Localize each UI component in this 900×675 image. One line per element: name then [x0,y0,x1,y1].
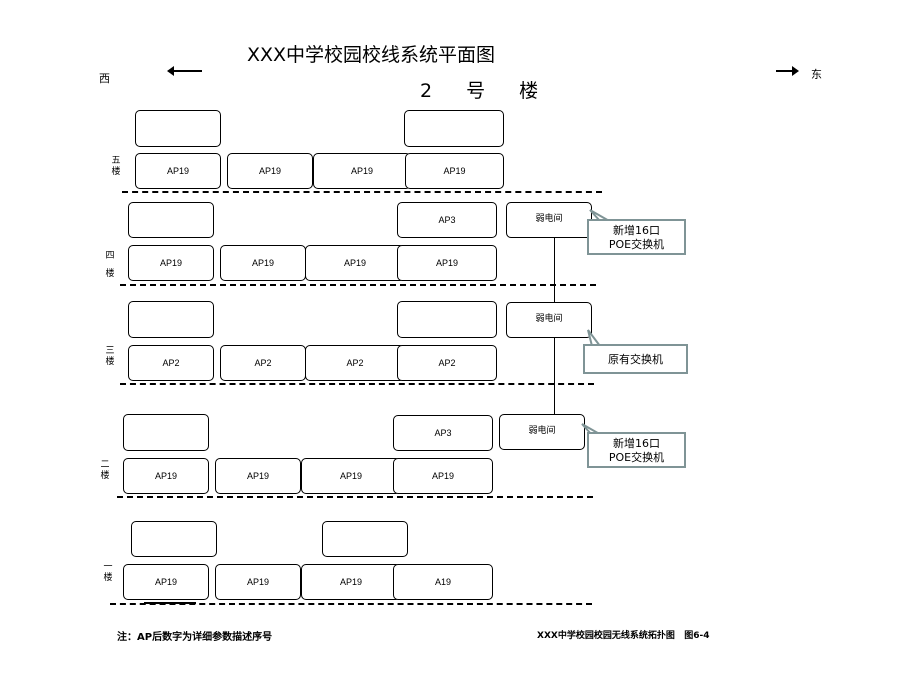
room-f1-upper-2 [322,521,408,557]
diagram-title: XXX中学校园校线系统平面图 [247,44,496,66]
floor-1-label: 一 楼 [103,562,113,583]
ap-f4-4: AP19 [397,245,497,281]
ap-f1-2: AP19 [215,564,301,600]
ap-f2-1: AP19 [123,458,209,494]
floor-divider-2 [117,496,593,498]
footer-caption: XXX中学校园校园无线系统拓扑图 图6-4 [537,631,710,641]
callout-existing-switch: 原有交换机 [583,344,688,374]
ap-f1-4: A19 [393,564,493,600]
room-f3-upper-2 [397,301,497,338]
ap-f3-2: AP2 [220,345,306,381]
ap-f5-1: AP19 [135,153,221,189]
ap-f2-4: AP19 [393,458,493,494]
floor-3-label: 三 楼 [105,346,115,367]
wiring-room-f4: 弱电间 [506,202,592,238]
room-f4-upper-1 [128,202,214,238]
east-arrow-icon [776,66,799,76]
floor-4-label: 四 楼 [105,251,115,279]
room-f1-upper-1 [131,521,217,557]
ap-f5-4: AP19 [405,153,504,189]
callout-new-switch-bottom: 新增16口 POE交换机 [587,432,686,468]
ap-f1-3: AP19 [301,564,401,600]
callout-new-switch-top: 新增16口 POE交换机 [587,219,686,255]
riser-cable-3-2 [554,338,555,414]
room-f5-upper-2 [404,110,504,147]
floor-divider-5 [122,191,602,193]
ap-f4-3: AP19 [305,245,405,281]
west-label: 西 [99,72,110,85]
ap-f3-3: AP2 [305,345,405,381]
ap-f4-2: AP19 [220,245,306,281]
room-f2-upper-1 [123,414,209,451]
riser-cable-4-3 [554,238,555,302]
floor-2-label: 二 楼 [100,460,110,481]
floor-divider-3 [120,383,594,385]
ap-f1-1: AP19 [123,564,209,600]
room-f5-upper-1 [135,110,221,147]
footer-note: 注：AP后数字为详细参数描述序号 [117,632,273,643]
ap-f5-2: AP19 [227,153,313,189]
room-f3-upper-1 [128,301,214,338]
ap-f4-upper: AP3 [397,202,497,238]
ap-f5-3: AP19 [313,153,411,189]
ap-f2-3: AP19 [301,458,401,494]
floor-divider-4 [120,284,596,286]
floor-5-label: 五 楼 [111,156,121,177]
building-title: 2 号 楼 [420,80,553,102]
floor-divider-1 [110,603,592,605]
wiring-room-f3: 弱电间 [506,302,592,338]
ap-f3-4: AP2 [397,345,497,381]
ap-f4-1: AP19 [128,245,214,281]
west-arrow-icon [167,66,202,76]
ap-f3-1: AP2 [128,345,214,381]
ap-f2-upper: AP3 [393,415,493,451]
floor-1-underline [144,602,196,604]
wiring-room-f2: 弱电间 [499,414,585,450]
ap-f2-2: AP19 [215,458,301,494]
east-label: 东 [811,68,822,81]
